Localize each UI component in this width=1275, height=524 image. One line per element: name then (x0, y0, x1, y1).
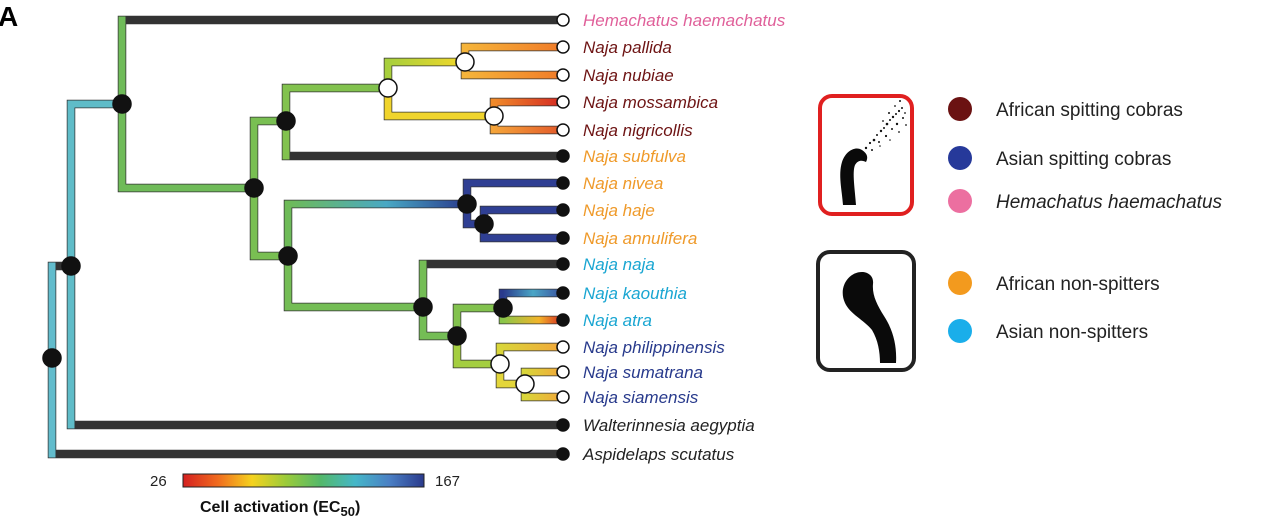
taxon-label-naja: Naja naja (583, 255, 655, 274)
cobra-silhouette-icon (816, 250, 916, 372)
taxon-label-nubiae: Naja nubiae (583, 66, 674, 85)
tip-marker-subfulva (556, 149, 570, 163)
colorbar-title: Cell activation (EC50) (200, 499, 360, 519)
tree-node (493, 298, 513, 318)
cyan-dot-icon (948, 319, 972, 343)
colorbar: 26 167 Cell activation (EC50) (150, 473, 460, 519)
tip-marker-haje (556, 203, 570, 217)
tip-marker-aspidelaps (556, 447, 570, 461)
taxon-label-pallida: Naja pallida (583, 38, 672, 57)
tree-node (447, 326, 467, 346)
tip-marker-hemachatus (556, 13, 570, 27)
pink-dot-icon (948, 189, 972, 213)
legend-label: African non-spitters (996, 274, 1160, 295)
taxon-label-aspidelaps: Aspidelaps scutatus (582, 445, 735, 464)
tree-node (61, 256, 81, 276)
taxon-label-siamensis: Naja siamensis (583, 388, 699, 407)
taxon-label-nigricollis: Naja nigricollis (583, 121, 693, 140)
tree-node (484, 106, 504, 126)
tip-marker-atra (556, 313, 570, 327)
taxon-label-philippinensis: Naja philippinensis (583, 338, 725, 357)
taxon-label-haje: Naja haje (583, 201, 655, 220)
taxon-label-atra: Naja atra (583, 311, 652, 330)
tip-marker-walterinnesia (556, 418, 570, 432)
tree-node (244, 178, 264, 198)
taxon-label-mossambica: Naja mossambica (583, 93, 718, 112)
legend-label: Asian non-spitters (996, 322, 1148, 343)
taxon-label-nivea: Naja nivea (583, 174, 663, 193)
taxon-label-annulifera: Naja annulifera (583, 229, 697, 248)
tree-node (112, 94, 132, 114)
legend-label: Asian spitting cobras (996, 149, 1171, 170)
spitting-cobra-icon (818, 94, 914, 216)
tree-node (278, 246, 298, 266)
tip-marker-naja (556, 257, 570, 271)
colorbar-max-label: 167 (435, 473, 460, 490)
tip-marker-siamensis (556, 390, 570, 404)
tip-marker-nubiae (556, 68, 570, 82)
tree-branches (47, 15, 568, 459)
taxon-label-subfulva: Naja subfulva (583, 147, 686, 166)
dark-red-dot-icon (948, 97, 972, 121)
taxon-label-kaouthia: Naja kaouthia (583, 284, 687, 303)
tip-marker-nigricollis (556, 123, 570, 137)
panel-label: A (0, 1, 18, 32)
legend-label: African spitting cobras (996, 100, 1183, 121)
tree-node (276, 111, 296, 131)
tree-node (413, 297, 433, 317)
colorbar-gradient (182, 473, 425, 488)
tip-marker-annulifera (556, 231, 570, 245)
tree-node (474, 214, 494, 234)
colorbar-min-label: 26 (150, 473, 167, 490)
tip-marker-sumatrana (556, 365, 570, 379)
tree-node (490, 354, 510, 374)
tree-node (457, 194, 477, 214)
orange-dot-icon (948, 271, 972, 295)
legend-label: Hemachatus haemachatus (996, 192, 1223, 213)
taxon-label-hemachatus: Hemachatus haemachatus (583, 11, 786, 30)
tree-node (42, 348, 62, 368)
tree-node (455, 52, 475, 72)
tip-marker-pallida (556, 40, 570, 54)
taxon-label-walterinnesia: Walterinnesia aegyptia (583, 416, 755, 435)
taxon-label-sumatrana: Naja sumatrana (583, 363, 703, 382)
tip-marker-mossambica (556, 95, 570, 109)
tree-node (515, 374, 535, 394)
tree-node (378, 78, 398, 98)
blue-dot-icon (948, 146, 972, 170)
tip-marker-philippinensis (556, 340, 570, 354)
tip-marker-kaouthia (556, 286, 570, 300)
tip-marker-nivea (556, 176, 570, 190)
tree-nodes (42, 52, 535, 394)
